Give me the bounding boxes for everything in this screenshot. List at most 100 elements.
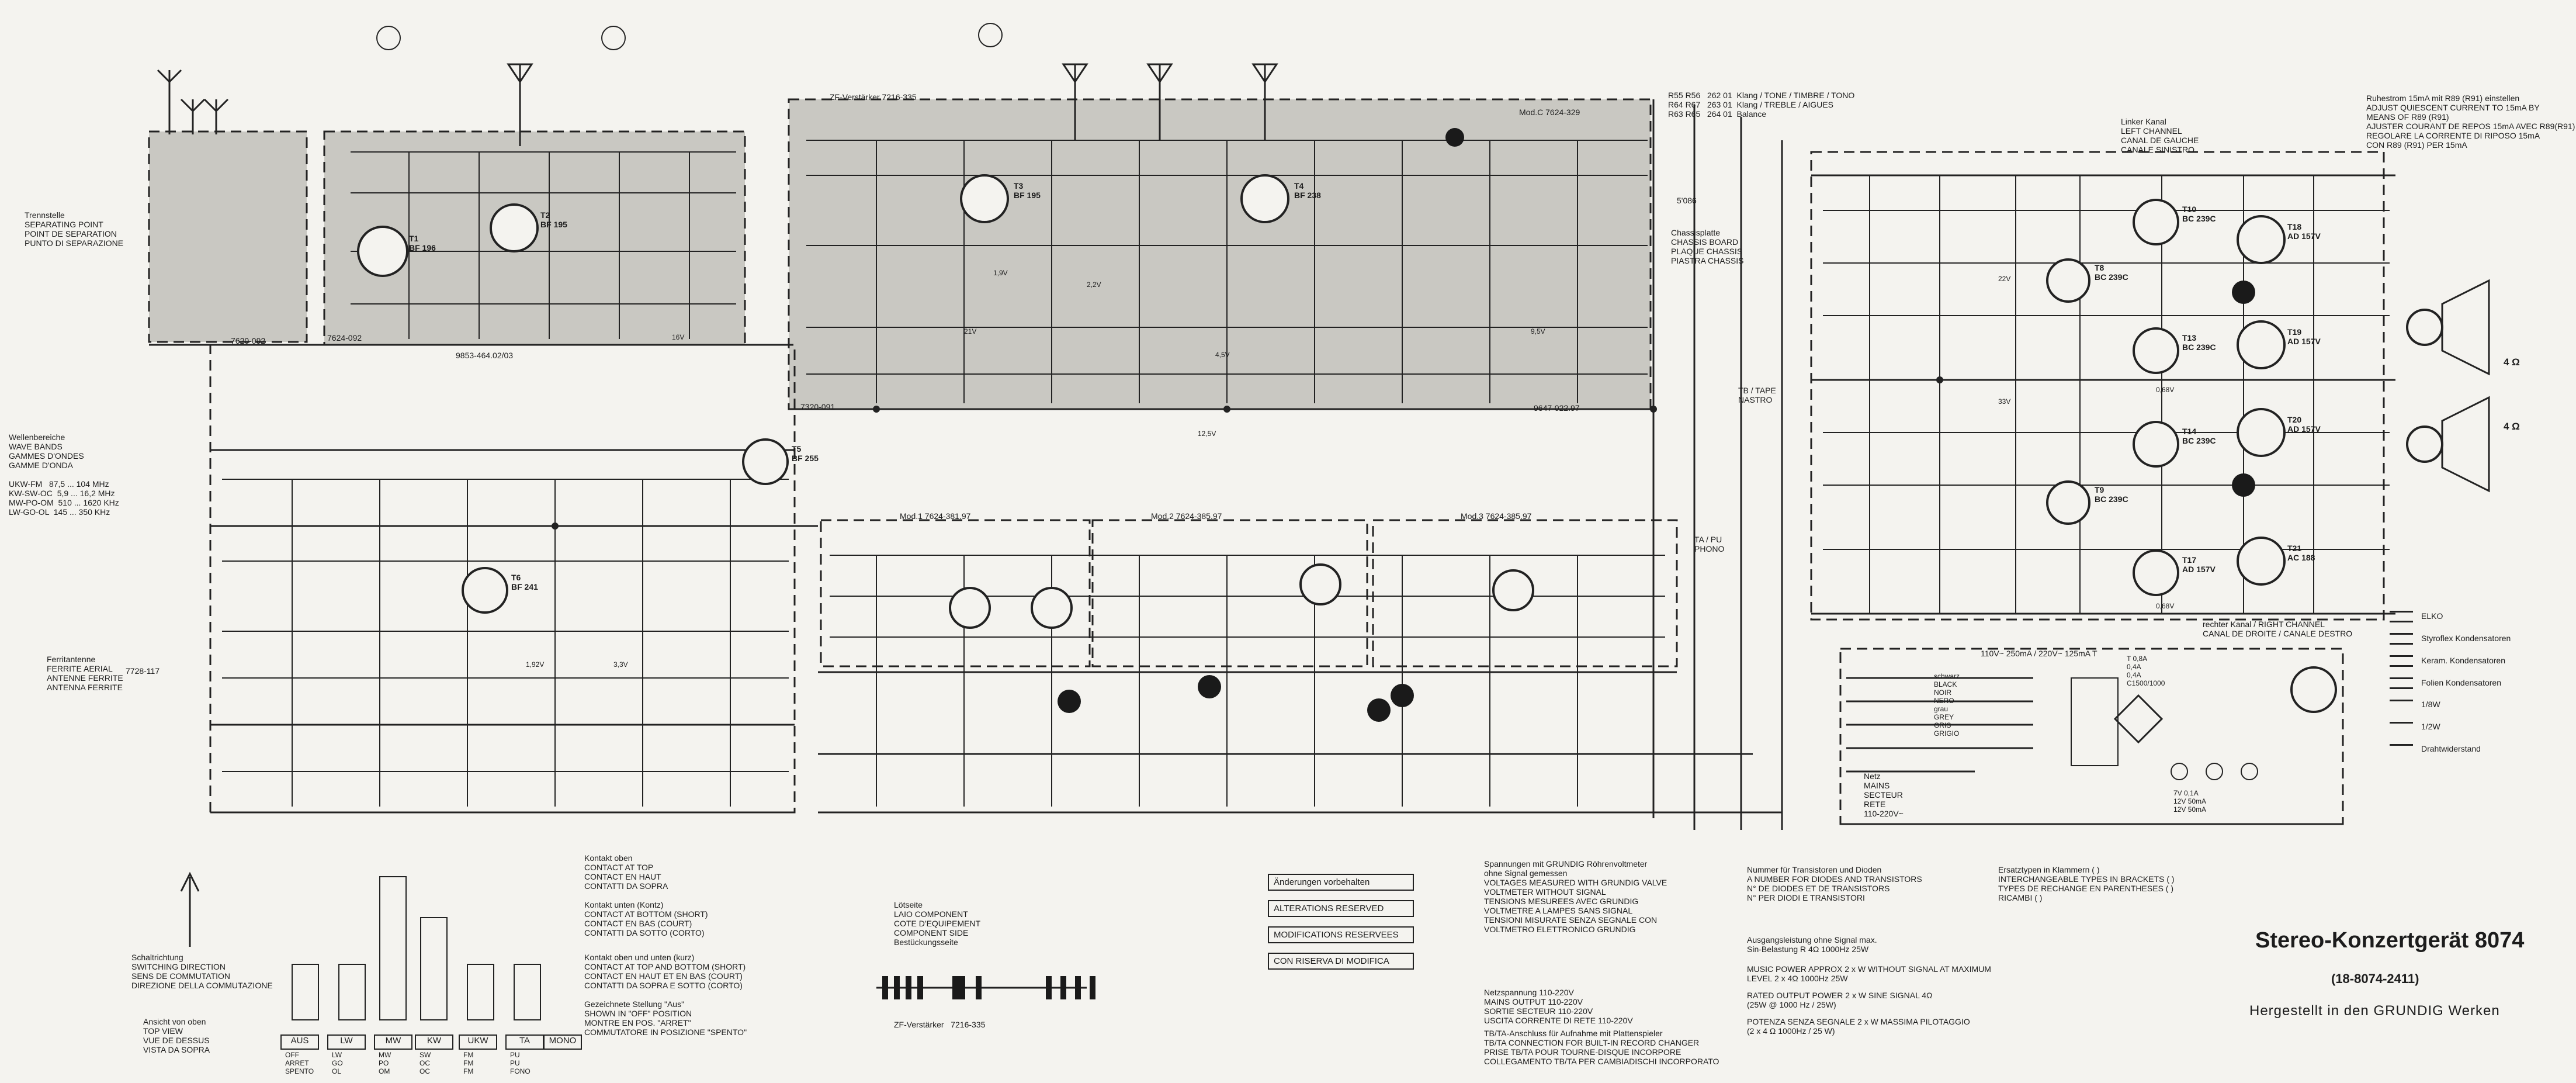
switch-button-ta: TA — [505, 1034, 544, 1050]
fuse-values: T 0,8A 0,4A 0,4A C1500/1000 — [2127, 655, 2165, 687]
voltage-readout: 4,5V — [1215, 351, 1230, 359]
voltage-readout: 33V — [1998, 397, 2011, 406]
am-block-ref: 9853-464.02/03 — [456, 351, 514, 360]
antenna-input-block — [148, 130, 308, 343]
note-kontakt-oben: Kontakt oben CONTACT AT TOP CONTACT EN H… — [584, 853, 668, 891]
transistor-label-t1: T1 BF 196 — [409, 234, 436, 252]
note-ansicht: Ansicht von oben TOP VIEW VUE DE DESSUS … — [143, 1017, 210, 1054]
voltage-readout: 2,2V — [1087, 281, 1101, 289]
switch-button-mw: MW — [374, 1034, 412, 1050]
transistor-label-t20: T20 AD 157V — [2287, 415, 2321, 434]
mains-fuse-line: 110V~ 250mA / 220V~ 125mA T — [1981, 649, 2097, 658]
legend-symbol-icon — [2390, 677, 2413, 689]
band-list: UKW-FM 87,5 ... 104 MHz KW-SW-OC 5,9 ...… — [9, 479, 119, 517]
legend-item-keramik: Keram. Kondensatoren — [2390, 655, 2505, 667]
legend-item-folien: Folien Kondensatoren — [2390, 677, 2501, 689]
note-stellung: Gezeichnete Stellung "Aus" SHOWN IN "OFF… — [584, 999, 747, 1037]
note-nummer-transistor: Nummer für Transistoren und Dioden A NUM… — [1747, 865, 1922, 902]
switch-button-caption: SW OC OC — [419, 1051, 431, 1075]
note-kontakt-oben-unten: Kontakt oben und unten (kurz) CONTACT AT… — [584, 953, 746, 990]
alteration-box: CON RISERVA DI MODIFICA — [1268, 953, 1414, 970]
alteration-box: Änderungen vorbehalten — [1268, 874, 1414, 891]
ferrite-antenna-label: Ferritantenne FERRITE AERIAL ANTENNE FER… — [47, 655, 123, 692]
speaker-label-top: 4 Ω — [2504, 357, 2520, 368]
switch-button-caption: MW PO OM — [379, 1051, 391, 1075]
ref-5086: 5'086 — [1677, 196, 1697, 205]
transistor-label-t19: T19 AD 157V — [2287, 327, 2321, 346]
transistor-label-t13: T13 BC 239C — [2182, 333, 2216, 352]
voltage-readout: 16V — [672, 333, 685, 341]
lamp-values: 7V 0,1A 12V 50mA 12V 50mA — [2173, 789, 2207, 814]
tape-label: TB / TAPE NASTRO — [1738, 386, 1776, 404]
note-schaltrichtung: Schaltrichtung SWITCHING DIRECTION SENS … — [131, 953, 273, 990]
voltage-readout: 21V — [964, 327, 977, 335]
chassis-label: Chassisplatte CHASSIS BOARD PLAQUE CHASS… — [1671, 228, 1744, 265]
mod2-title: Mod.2 7624-385.97 — [1151, 511, 1222, 521]
voltage-readout: 22V — [1998, 275, 2011, 283]
zf-ref: 7320-091 — [800, 402, 835, 411]
transistor-label-t21: T21 AC 188 — [2287, 544, 2315, 562]
switch-button-caption: LW GO OL — [332, 1051, 343, 1075]
note-ta-anschluss: TB/TA-Anschluss für Aufnahme mit Platten… — [1484, 1029, 1719, 1066]
switch-button-kw: KW — [415, 1034, 453, 1050]
ferrite-ref: 7728-117 — [126, 666, 160, 676]
mod-c-title: Mod.C 7624-329 — [1519, 108, 1580, 117]
note-spannungen: Spannungen mit GRUNDIG Röhrenvoltmeter o… — [1484, 859, 1667, 934]
transistor-label-t10: T10 BC 239C — [2182, 205, 2216, 223]
transistor-label-t3: T3 BF 195 — [1014, 181, 1041, 200]
legend-item-elko: ELKO — [2390, 611, 2443, 622]
wave-bands-label: Wellenbereiche WAVE BANDS GAMMES D'ONDES… — [9, 432, 84, 470]
switch-button-ukw: UKW — [459, 1034, 497, 1050]
mod3-title: Mod.3 7624-385.97 — [1461, 511, 1532, 521]
mod1-frame — [820, 519, 1091, 667]
potentiometer-list: R55 R56 262 01 Klang / TONE / TIMBRE / T… — [1668, 91, 1855, 119]
note-kontakt-unten: Kontakt unten (Kontz) CONTACT AT BOTTOM … — [584, 900, 708, 937]
voltage-readout: 1,9V — [993, 269, 1008, 277]
separating-point-label: Trennstelle SEPARATING POINT POINT DE SE… — [25, 210, 124, 248]
legend-label: Folien Kondensatoren — [2421, 678, 2501, 688]
legend-symbol-icon — [2390, 655, 2413, 667]
legend-label: Keram. Kondensatoren — [2421, 656, 2505, 666]
note-musik-leistung: MUSIC POWER APPROX 2 x W WITHOUT SIGNAL … — [1747, 964, 1991, 983]
speaker-label-bottom: 4 Ω — [2504, 421, 2520, 432]
voltage-readout: 1,92V — [526, 660, 545, 669]
transformer-wire-colors: schwarz BLACK NOIR NERO grau GREY GRIS G… — [1934, 672, 1960, 738]
alteration-box: ALTERATIONS RESERVED — [1268, 900, 1414, 917]
note-nenn-leistung: RATED OUTPUT POWER 2 x W SINE SIGNAL 4Ω … — [1747, 991, 1933, 1009]
switch-button-mono: MONO — [543, 1034, 582, 1050]
legend-symbol-icon — [2390, 744, 2413, 754]
zf-amplifier-block — [788, 98, 1652, 410]
transistor-label-t5: T5 BF 255 — [792, 444, 819, 463]
mod2-frame — [1091, 519, 1368, 667]
zf-bottom-label: ZF-Verstärker 7216-335 — [894, 1020, 986, 1029]
transistor-label-t9: T9 BC 239C — [2095, 485, 2128, 504]
mains-label: Netz MAINS SECTEUR RETE 110-220V~ — [1864, 771, 1904, 818]
switch-button-caption: OFF ARRET SPENTO — [285, 1051, 314, 1075]
switch-button-caption: FM FM FM — [463, 1051, 474, 1075]
legend-label: 1/8W — [2421, 700, 2440, 709]
power-amp-frame — [1810, 151, 2385, 621]
legend-label: 1/2W — [2421, 722, 2440, 731]
voltage-readout: 0,68V — [2156, 602, 2175, 610]
right-channel-label: rechter Kanal / RIGHT CHANNEL CANAL DE D… — [2203, 620, 2353, 638]
note-ersatztypen: Ersatztypen in Klammern ( ) INTERCHANGEA… — [1998, 865, 2175, 902]
note-lotseite: Lötseite LAIO COMPONENT COTE D'EQUIPEMEN… — [894, 900, 981, 947]
note-potenza: POTENZA SENZA SEGNALE 2 x W MASSIMA PILO… — [1747, 1017, 1970, 1036]
voltage-readout: 9,5V — [1531, 327, 1545, 335]
mod3-frame — [1372, 519, 1678, 667]
legend-item-r1-2w: 1/2W — [2390, 722, 2440, 732]
block-9647-ref: 9647-022.97 — [1534, 403, 1580, 413]
legend-label: Styroflex Kondensatoren — [2421, 634, 2511, 643]
switch-button-caption: PU PU FONO — [510, 1051, 531, 1075]
transistor-label-t6: T6 BF 241 — [511, 573, 538, 591]
transistor-label-t17: T17 AD 157V — [2182, 555, 2216, 574]
ukw-tuner-ref: 7620-092 — [231, 336, 266, 345]
legend-item-styroflex: Styroflex Kondensatoren — [2390, 633, 2511, 645]
switch-button-lw: LW — [327, 1034, 366, 1050]
legend-symbol-icon — [2390, 700, 2413, 710]
left-channel-label: Linker Kanal LEFT CHANNEL CANAL DE GAUCH… — [2121, 117, 2199, 154]
zf-amplifier-title: ZF-Verstärker 7216-335 — [830, 92, 917, 102]
phono-label: TA / PU PHONO — [1694, 535, 1725, 553]
legend-item-r1-8w: 1/8W — [2390, 700, 2440, 710]
legend-label: ELKO — [2421, 611, 2443, 621]
